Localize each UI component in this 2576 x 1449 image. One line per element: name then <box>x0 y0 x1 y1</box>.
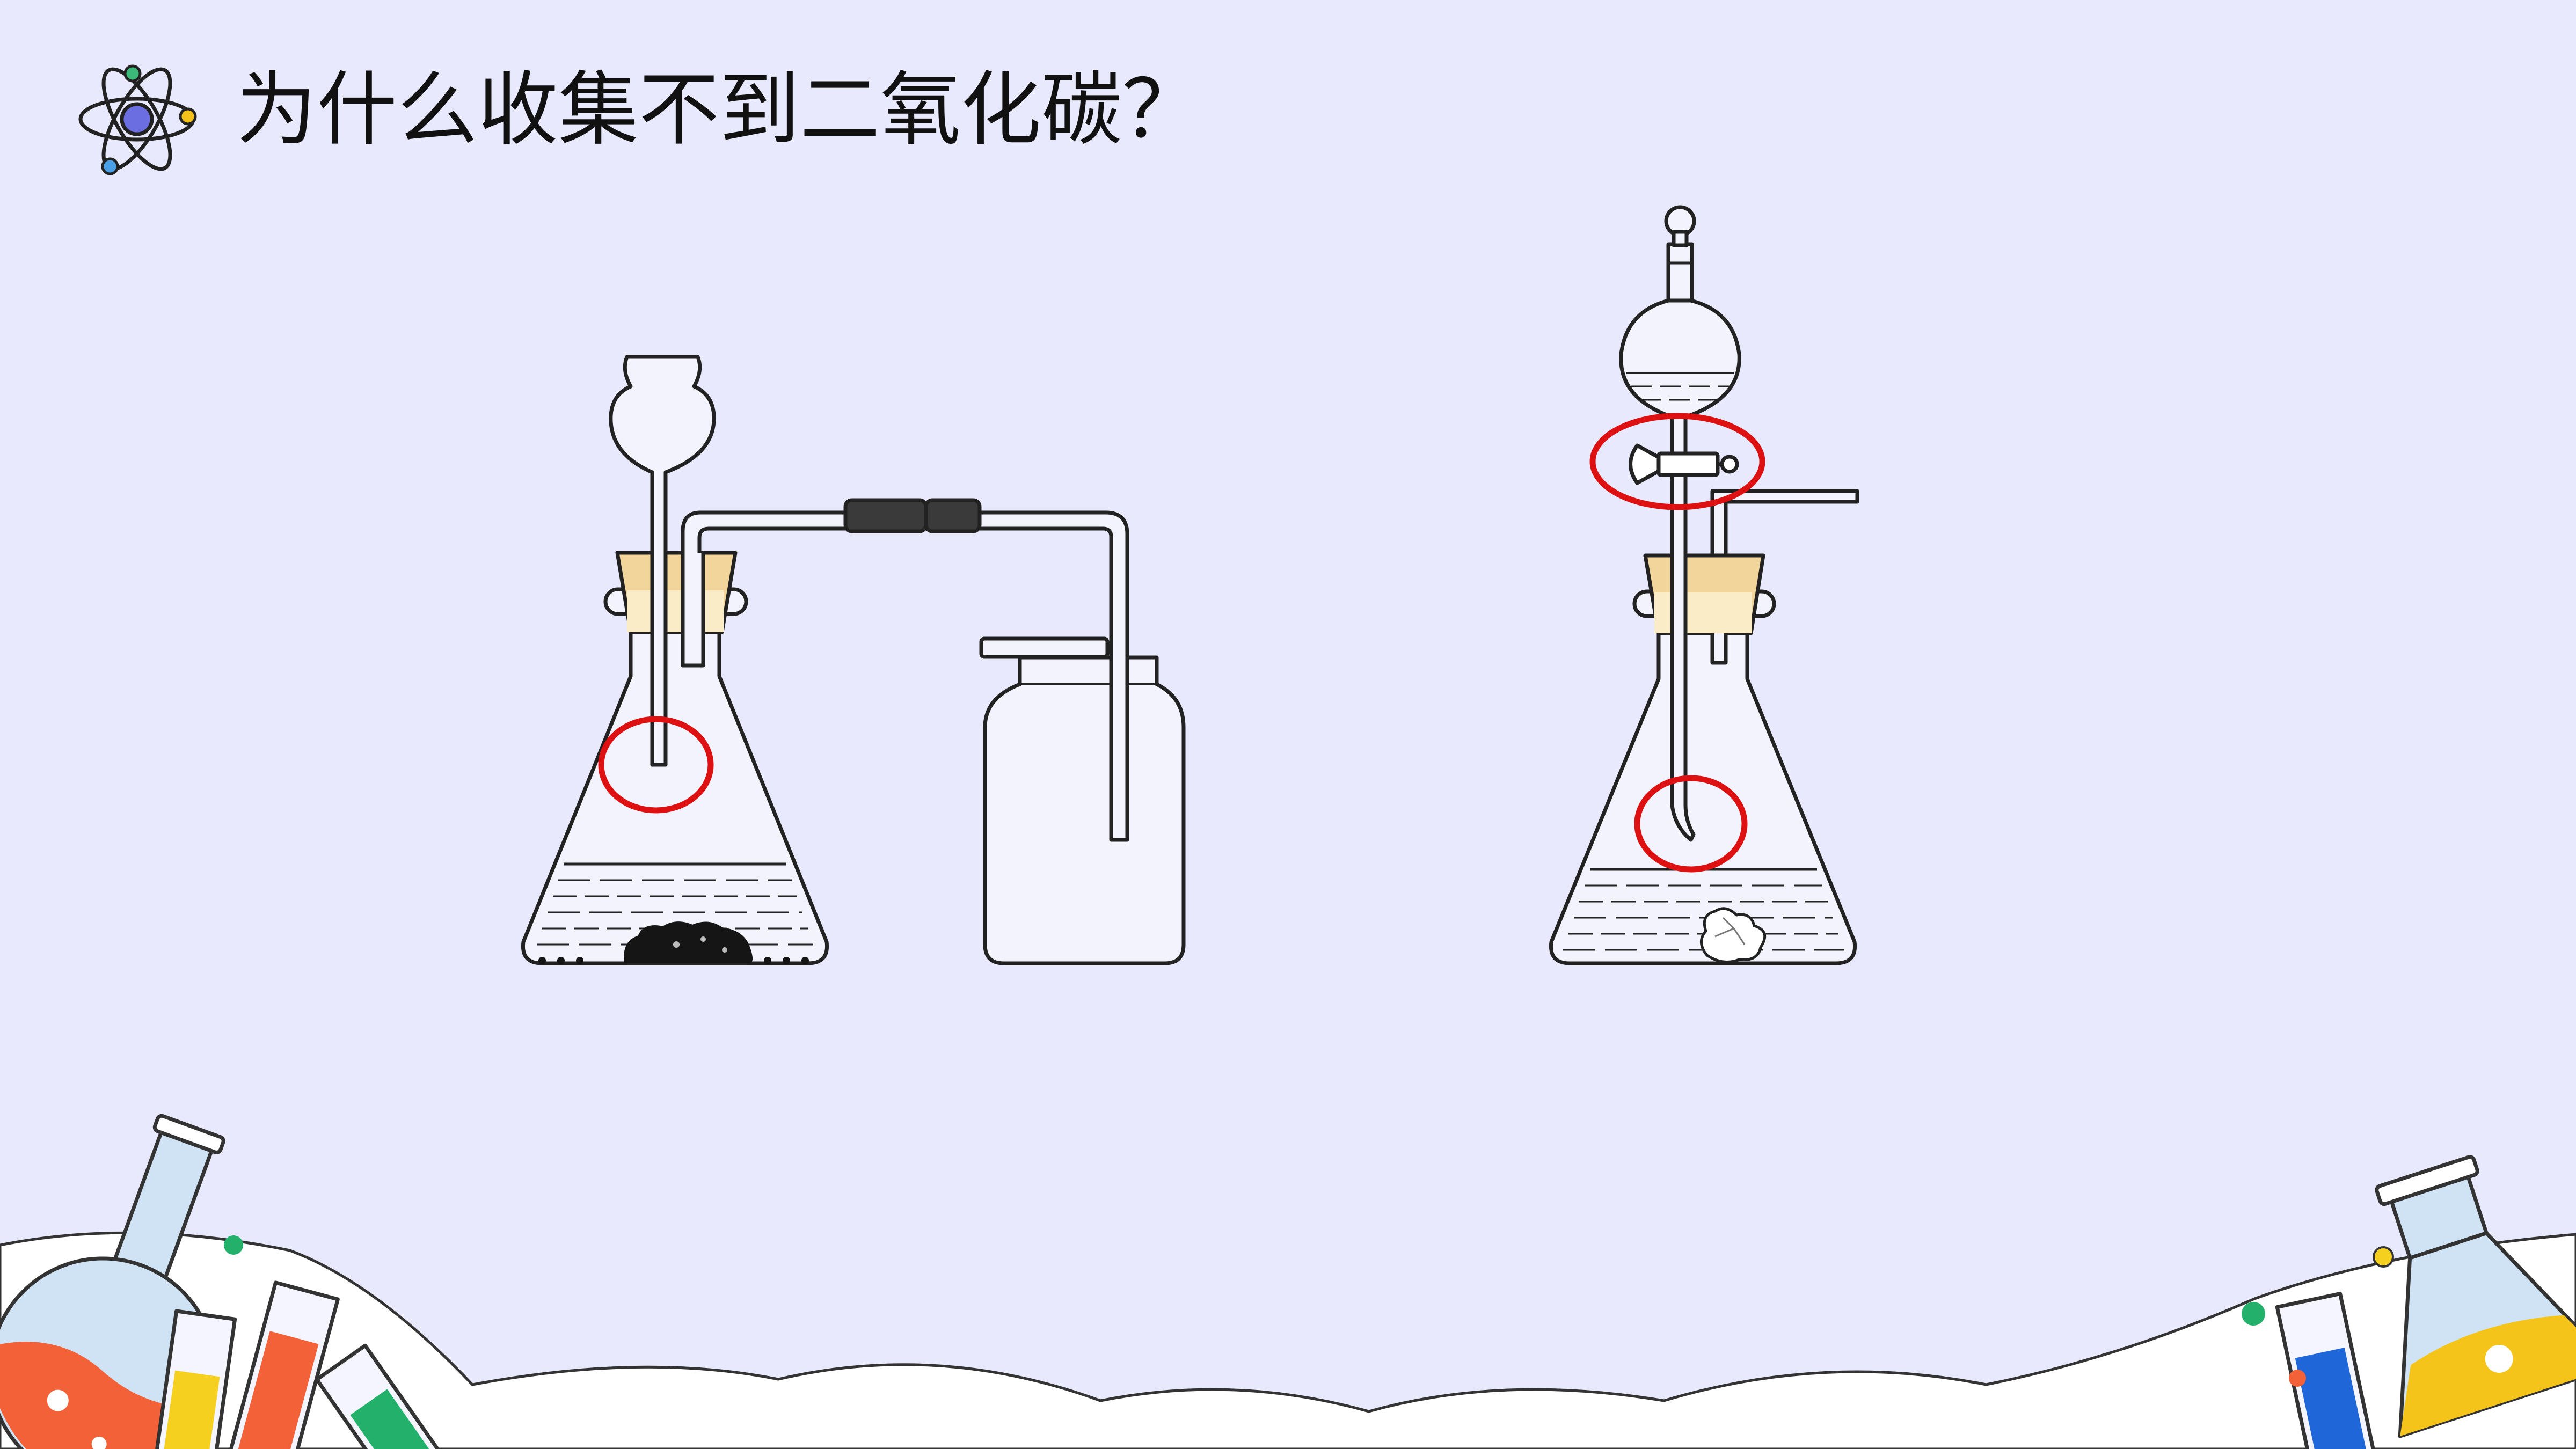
left-solid-reactant <box>624 921 753 963</box>
glass-plate <box>979 636 1110 659</box>
stopcock <box>1629 443 1739 485</box>
left-highlight-circle <box>598 716 714 814</box>
left-conical-flask <box>521 601 829 965</box>
right-conical-flask <box>1549 606 1857 965</box>
bottom-cloud-decoration <box>0 1231 2576 1449</box>
stopcock-highlight-circle <box>1589 413 1765 510</box>
left-lab-glassware-decoration <box>0 1114 447 1449</box>
gas-collection-bottle <box>983 655 1186 965</box>
left-apparatus <box>521 355 1186 965</box>
right-apparatus <box>1549 205 1859 965</box>
separatory-funnel-bulb <box>1619 298 1741 418</box>
rubber-connector <box>843 498 928 533</box>
separatory-funnel-stem <box>1670 406 1696 842</box>
long-neck-funnel <box>609 355 716 767</box>
right-highlight-circle <box>1634 775 1748 873</box>
atom-icon <box>78 64 197 175</box>
right-delivery-tube <box>1710 489 1859 558</box>
page-title: 为什么收集不到二氧化碳？ <box>236 63 1203 157</box>
right-lab-glassware-decoration <box>2242 1155 2576 1449</box>
right-solid-reactant <box>1700 907 1767 963</box>
